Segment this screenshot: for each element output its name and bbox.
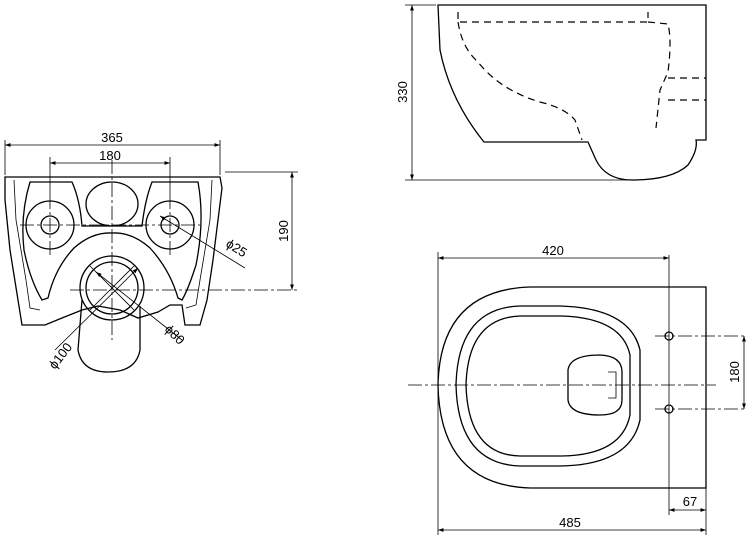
- dim-phi25-leader: [159, 215, 246, 269]
- side-hidden-bowl: [457, 12, 671, 141]
- front-view: 365 180 190 ϕ25 ϕ100 ϕ80: [4, 130, 300, 373]
- dim-485-label: 485: [559, 515, 581, 530]
- front-cavity: [22, 181, 202, 301]
- front-inner-wall-right: [185, 179, 213, 309]
- dim-330-label: 330: [395, 81, 410, 103]
- front-view-outline: [4, 176, 223, 326]
- side-view: 330: [395, 4, 707, 181]
- dim-phi100-leader: [54, 267, 139, 351]
- dim-phi80-label: ϕ80: [162, 322, 188, 348]
- dim-phi100-label: ϕ100: [46, 340, 76, 372]
- dim-180-label: 180: [99, 148, 121, 163]
- front-inner-wall-left: [13, 179, 41, 311]
- front-spigot: [77, 299, 141, 373]
- front-left-hole-inner: [40, 215, 60, 235]
- top-view-outlet: [567, 354, 623, 416]
- dim-420-label: 420: [542, 243, 564, 258]
- dim-phi80-leader: [95, 271, 183, 341]
- dim-phi25-label: ϕ25: [223, 236, 249, 260]
- side-hidden-outlet: [668, 77, 706, 101]
- front-outlet-cross-b: [89, 265, 135, 311]
- dim-top-180-label: 180: [727, 361, 742, 383]
- top-view: 420 180 67 485: [408, 243, 746, 535]
- dim-365-label: 365: [101, 130, 123, 145]
- dim-67-label: 67: [683, 494, 697, 509]
- top-view-inner: [465, 315, 631, 457]
- dim-190-label: 190: [276, 220, 291, 242]
- side-view-outline: [437, 4, 707, 181]
